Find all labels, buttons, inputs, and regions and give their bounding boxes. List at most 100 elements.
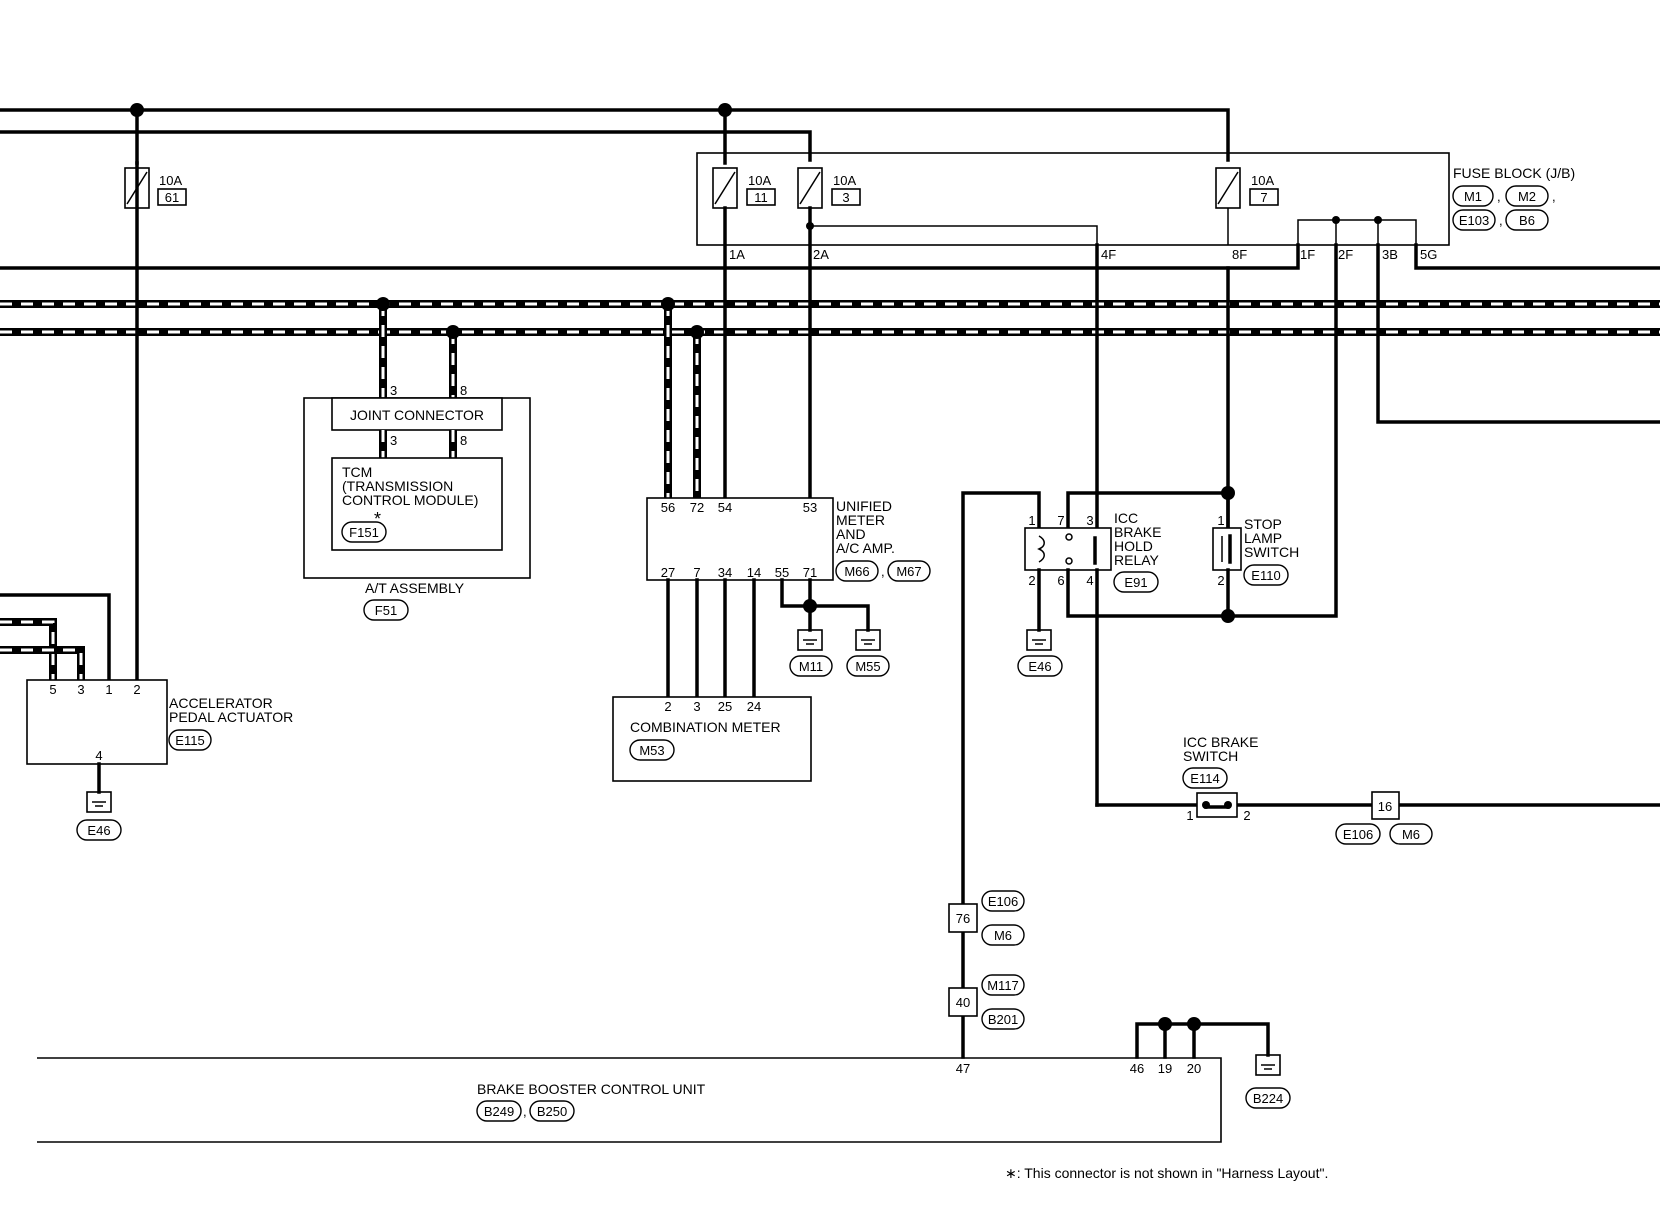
svg-text:4: 4 (95, 748, 102, 763)
svg-text:3: 3 (390, 383, 397, 398)
terminal-1f: 1F (1300, 247, 1315, 262)
svg-text:2: 2 (1217, 573, 1224, 588)
svg-text:7: 7 (1260, 190, 1267, 205)
terminal-4f: 4F (1101, 247, 1116, 262)
svg-text:3: 3 (842, 190, 849, 205)
svg-text:2: 2 (1028, 573, 1035, 588)
svg-text:SWITCH: SWITCH (1183, 748, 1238, 764)
joint-connector-label: JOINT CONNECTOR (350, 407, 484, 423)
svg-text:56: 56 (661, 500, 675, 515)
meter-grounds: M11 M55 (780, 578, 890, 677)
svg-text:7: 7 (1057, 513, 1064, 528)
fuse-block: FUSE BLOCK (J/B) M1 , M2 , E103 , B6 1A … (696, 152, 1575, 262)
svg-text:4: 4 (1086, 573, 1093, 588)
svg-text:34: 34 (718, 565, 732, 580)
icc-relay-ground: E46 (1028, 659, 1051, 674)
svg-text:3: 3 (77, 682, 84, 697)
svg-text:ACCELERATOR: ACCELERATOR (169, 695, 273, 711)
at-assembly-connector: F51 (375, 603, 397, 618)
svg-text:M6: M6 (994, 928, 1012, 943)
svg-text:E106: E106 (988, 894, 1018, 909)
combination-meter-connector: M53 (639, 743, 664, 758)
svg-text:1: 1 (1217, 513, 1224, 528)
icc-brake-switch: 1 2 ICC BRAKE SWITCH E114 16 E106 M6 (1095, 734, 1660, 845)
fuse-block-conn-e103: E103 (1459, 213, 1489, 228)
icc-brake-hold-relay: 1 7 3 2 6 4 ICC BRAKE HOLD RELAY E91 E46 (961, 243, 1338, 1059)
terminal-3b: 3B (1382, 247, 1398, 262)
svg-text:B201: B201 (988, 1012, 1018, 1027)
svg-text:PEDAL ACTUATOR: PEDAL ACTUATOR (169, 709, 293, 725)
svg-text:1: 1 (105, 682, 112, 697)
svg-text:10A: 10A (833, 173, 856, 188)
svg-text:AND: AND (836, 526, 866, 542)
svg-text:LAMP: LAMP (1244, 530, 1282, 546)
unified-meter-conn-m67: M67 (896, 564, 921, 579)
fuse-block-internal (724, 208, 1417, 245)
svg-text:M6: M6 (1402, 827, 1420, 842)
ground-m11: M11 (799, 659, 823, 674)
terminal-2a: 2A (813, 247, 829, 262)
svg-text:1: 1 (1186, 808, 1193, 823)
combination-meter: 2 3 25 24 COMBINATION METER M53 (612, 578, 812, 782)
svg-text:11: 11 (754, 190, 768, 205)
svg-text:14: 14 (747, 565, 761, 580)
tcm-asterisk: * (374, 509, 381, 529)
svg-text:47: 47 (956, 1061, 970, 1076)
svg-text:8: 8 (460, 383, 467, 398)
inline-connector-40 (948, 987, 978, 1017)
terminal-1a: 1A (729, 247, 745, 262)
svg-text:,: , (881, 564, 885, 579)
svg-text:,: , (1499, 213, 1503, 228)
at-assembly: 3 8 JOINT CONNECTOR 3 8 TCM (TRANSMISSIO… (303, 297, 531, 621)
svg-text:76: 76 (956, 911, 970, 926)
svg-text:16: 16 (1378, 799, 1392, 814)
fuse-3: 10A 3 (797, 167, 861, 209)
svg-text:72: 72 (690, 500, 704, 515)
ground-m55: M55 (855, 659, 880, 674)
svg-text:25: 25 (718, 699, 732, 714)
accelerator-connector: E115 (175, 733, 204, 748)
svg-text:19: 19 (1158, 1061, 1172, 1076)
power-bus (0, 103, 1230, 165)
svg-text:,: , (523, 1104, 527, 1119)
svg-text:SWITCH: SWITCH (1244, 544, 1299, 560)
svg-text:,: , (1497, 189, 1501, 204)
fuse-block-title: FUSE BLOCK (J/B) (1453, 165, 1575, 181)
svg-text:E106: E106 (1343, 827, 1373, 842)
svg-text:46: 46 (1130, 1061, 1144, 1076)
tcm-label-3: CONTROL MODULE) (342, 492, 478, 508)
svg-text:BRAKE: BRAKE (1114, 524, 1161, 540)
svg-text:20: 20 (1187, 1061, 1201, 1076)
svg-text:STOP: STOP (1244, 516, 1282, 532)
svg-text:55: 55 (775, 565, 789, 580)
fuse-block-conn-b6: B6 (1519, 213, 1535, 228)
svg-text:5: 5 (49, 682, 56, 697)
svg-text:M117: M117 (987, 978, 1019, 993)
brake-booster-conn-b250: B250 (537, 1104, 567, 1119)
terminal-8f: 8F (1232, 247, 1247, 262)
terminal-5g: 5G (1420, 247, 1437, 262)
combination-meter-label: COMBINATION METER (630, 719, 781, 735)
svg-text:ICC: ICC (1114, 510, 1138, 526)
svg-text:UNIFIED: UNIFIED (836, 498, 892, 514)
svg-text:3: 3 (1086, 513, 1093, 528)
svg-text:40: 40 (956, 995, 970, 1010)
brake-booster-control-unit: B224 47 46 19 20 BRAKE BOOSTER CONTROL U… (37, 1017, 1291, 1143)
stop-lamp-connector: E110 (1251, 568, 1280, 583)
svg-text:2: 2 (133, 682, 140, 697)
brake-booster-conn-b249: B249 (484, 1104, 514, 1119)
tcm-label-1: TCM (342, 464, 372, 480)
footnote: ∗: This connector is not shown in "Harne… (1005, 1165, 1328, 1181)
svg-text:54: 54 (718, 500, 732, 515)
svg-text:10A: 10A (159, 173, 182, 188)
svg-text:ICC BRAKE: ICC BRAKE (1183, 734, 1258, 750)
svg-text:61: 61 (165, 190, 179, 205)
terminal-2f: 2F (1338, 247, 1353, 262)
svg-text:HOLD: HOLD (1114, 538, 1153, 554)
svg-text:METER: METER (836, 512, 885, 528)
svg-text:27: 27 (661, 565, 675, 580)
fuse-7: 10A 7 (1215, 167, 1279, 209)
svg-text:24: 24 (747, 699, 761, 714)
svg-text:7: 7 (693, 565, 700, 580)
svg-text:71: 71 (803, 565, 817, 580)
